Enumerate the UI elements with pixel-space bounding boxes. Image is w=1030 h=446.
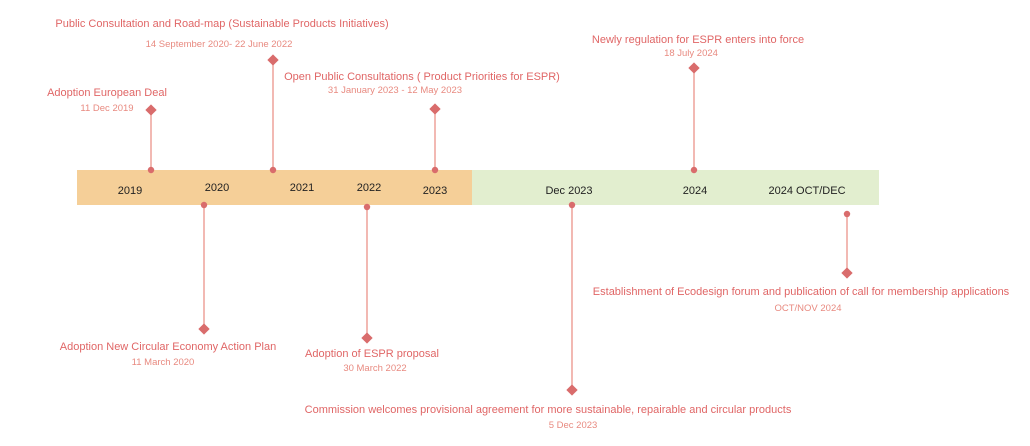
diamond-marker: [198, 323, 210, 335]
event-title: Commission welcomes provisional agreemen…: [305, 404, 792, 416]
diamond-marker: [361, 332, 373, 344]
event-open-public-consultations: Open Public Consultations ( Product Prio…: [284, 71, 560, 174]
year-label: 2019: [118, 185, 142, 197]
event-ecodesign-forum: Establishment of Ecodesign forum and pub…: [593, 210, 1010, 314]
event-date: 14 September 2020- 22 June 2022: [146, 39, 293, 50]
event-date: 18 July 2024: [664, 48, 718, 59]
event-date: 5 Dec 2023: [549, 420, 598, 431]
event-title: Adoption European Deal: [47, 87, 167, 99]
event-title: Open Public Consultations ( Product Prio…: [284, 71, 560, 83]
event-date: 11 Dec 2019: [80, 103, 133, 114]
event-title: Newly regulation for ESPR enters into fo…: [592, 34, 804, 46]
timeline-band-future: [472, 170, 879, 205]
year-label: 2024 OCT/DEC: [768, 185, 845, 197]
event-title: Adoption New Circular Economy Action Pla…: [60, 341, 276, 353]
year-label: 2021: [290, 182, 314, 194]
timeline-dot: [690, 166, 698, 174]
event-espr-proposal: Adoption of ESPR proposal 30 March 2022: [305, 203, 439, 374]
event-date: OCT/NOV 2024: [774, 303, 841, 314]
event-espr-enters-into-force: Newly regulation for ESPR enters into fo…: [592, 34, 804, 174]
event-title: Adoption of ESPR proposal: [305, 348, 439, 360]
diamond-marker: [841, 267, 853, 279]
diamond-marker: [145, 104, 157, 116]
diamond-marker: [688, 62, 700, 74]
diamond-marker: [267, 54, 279, 66]
event-title: Public Consultation and Road-map (Sustai…: [55, 18, 388, 30]
year-label: 2024: [683, 185, 707, 197]
event-provisional-agreement: Commission welcomes provisional agreemen…: [305, 201, 792, 431]
event-public-consultation-roadmap: Public Consultation and Road-map (Sustai…: [55, 18, 389, 174]
year-label: 2020: [205, 182, 229, 194]
timeline-dot: [363, 203, 371, 211]
timeline-dot: [200, 201, 208, 209]
timeline-dot: [568, 201, 576, 209]
event-title: Establishment of Ecodesign forum and pub…: [593, 286, 1010, 298]
year-label: 2023: [423, 185, 447, 197]
year-label: 2022: [357, 182, 381, 194]
event-date: 11 March 2020: [132, 357, 195, 368]
timeline-dot: [147, 166, 155, 174]
timeline-dot: [269, 166, 277, 174]
diamond-marker: [429, 103, 441, 115]
event-date: 30 March 2022: [343, 363, 406, 374]
event-circular-economy-action-plan: Adoption New Circular Economy Action Pla…: [60, 201, 276, 368]
timeline-dot: [431, 166, 439, 174]
event-adoption-european-deal: Adoption European Deal 11 Dec 2019: [47, 87, 167, 174]
event-date: 31 January 2023 - 12 May 2023: [328, 85, 462, 96]
timeline-band-past: [77, 170, 472, 205]
year-label: Dec 2023: [545, 185, 592, 197]
timeline-dot: [843, 210, 851, 218]
diamond-marker: [566, 384, 578, 396]
